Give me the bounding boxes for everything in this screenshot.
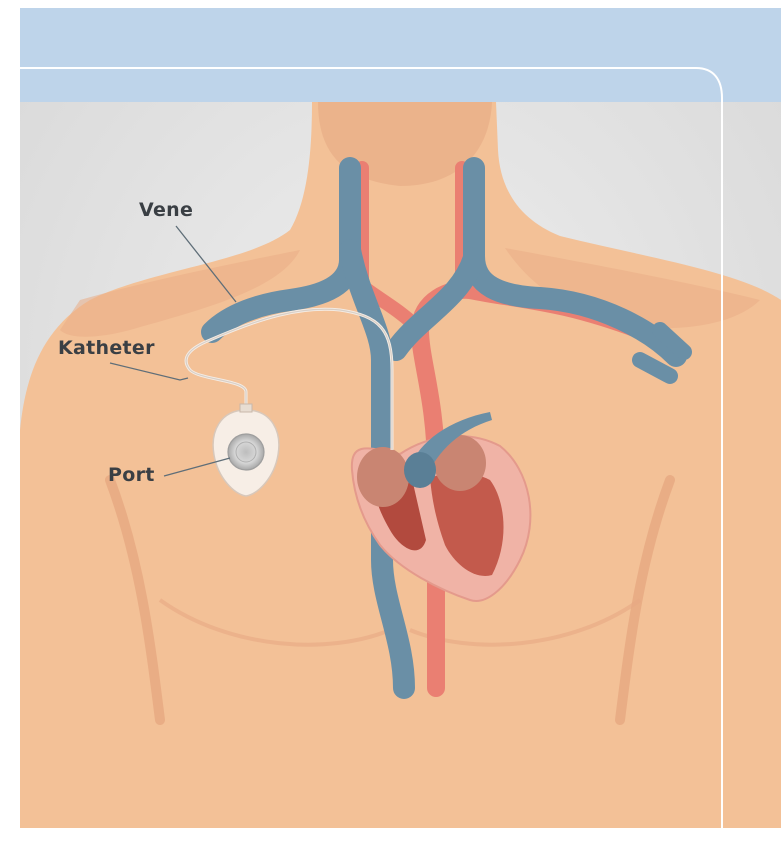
port-label: Port [108,464,155,486]
vein-label: Vene [139,199,193,221]
catheter-label: Katheter [58,337,155,359]
aortic-valve [357,447,409,507]
header-band [20,8,781,102]
